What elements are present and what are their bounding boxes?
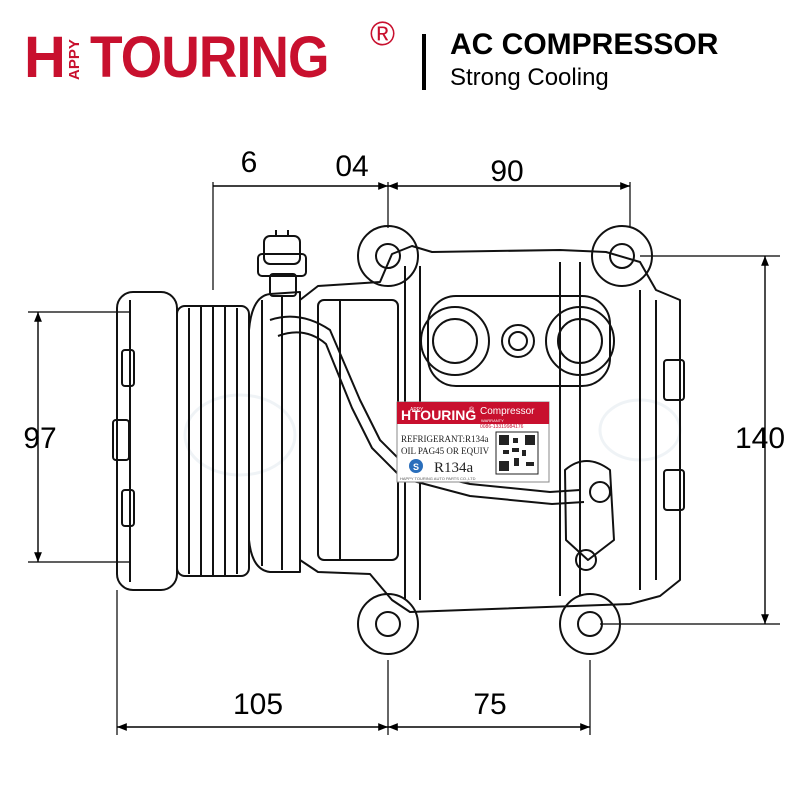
label-brand-reg: ® — [469, 406, 475, 414]
dim-left-97: 97 — [23, 422, 56, 455]
product-title: AC COMPRESSOR — [450, 28, 719, 61]
pressure-switch — [257, 230, 307, 297]
dimension-labels: 6 04 90 97 140 105 75 — [23, 146, 785, 721]
label-phone: 0086-13319984176 — [480, 424, 524, 430]
registered-mark-icon: ® — [370, 15, 396, 53]
label-footer: HAPPY TOURING AUTO PARTS CO.,LTD — [400, 476, 476, 481]
dim-top-90: 90 — [490, 155, 523, 188]
dim-bottom-105: 105 — [233, 688, 283, 721]
dim-top-04: 04 — [335, 150, 368, 183]
label-oil: OIL PAG45 OR EQUIV — [401, 446, 490, 456]
logo-letter-h: H — [24, 25, 66, 90]
rear-bracket — [564, 460, 615, 561]
label-s-mark: S — [413, 462, 419, 472]
dim-bottom-75: 75 — [473, 688, 506, 721]
port-block — [427, 295, 611, 387]
discharge-port — [545, 306, 615, 376]
pulley — [176, 305, 250, 577]
logo-touring: TOURING — [90, 25, 330, 90]
suction-port — [420, 306, 490, 376]
clutch-plate — [116, 291, 178, 591]
front-housing — [248, 291, 301, 573]
header: H APPY TOURING ® AC COMPRESSOR Strong Co… — [0, 0, 800, 110]
qr-code-icon — [495, 431, 539, 475]
label-r134a: R134a — [434, 460, 474, 476]
dim-right-140: 140 — [735, 422, 785, 455]
compressor-body — [299, 245, 681, 613]
refrigerant-s-icon — [409, 459, 423, 473]
extension-lines — [28, 182, 780, 735]
label-compressor: Compressor — [480, 406, 535, 417]
mounting-ears — [357, 225, 653, 655]
product-subtitle: Strong Cooling — [450, 64, 609, 91]
dimension-lines — [34, 182, 769, 731]
label-refrigerant: REFRIGERANT:R134a — [401, 434, 489, 444]
label-brand-h: H — [401, 407, 411, 423]
header-divider — [422, 34, 426, 90]
label-brand-appy: APPY — [410, 407, 424, 413]
product-label: H APPY TOURING ® Compressor WARRANTY 008… — [396, 401, 550, 483]
label-warranty: WARRANTY — [481, 418, 504, 423]
label-brand-touring: TOURING — [412, 407, 476, 423]
dim-top-6: 6 — [241, 146, 258, 179]
